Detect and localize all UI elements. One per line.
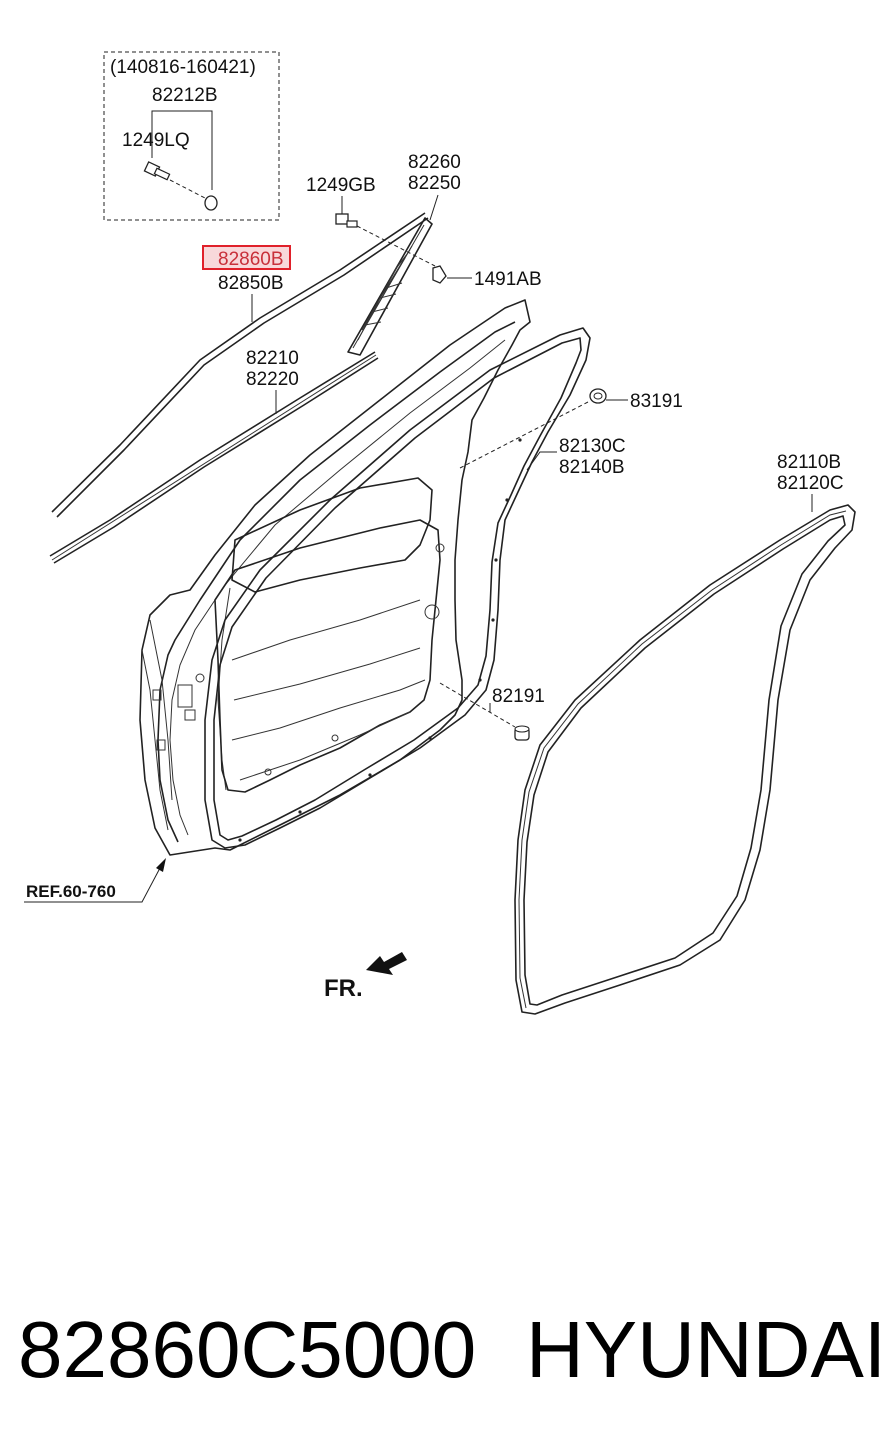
delta-garnish xyxy=(347,217,433,356)
grommet-83191-icon xyxy=(589,388,607,404)
ref-label: REF.60-760 xyxy=(26,882,116,901)
footer: 82860C5000 HYUNDAI xyxy=(0,1290,886,1410)
inset-date-range: (140816-160421) xyxy=(110,57,256,78)
ref-callout: REF.60-760 xyxy=(24,858,166,903)
footer-part-number: 82860C5000 xyxy=(18,1305,477,1394)
front-arrow-icon xyxy=(366,952,407,975)
inset-box: (140816-160421) 82212B 1249LQ xyxy=(103,51,280,221)
body-weatherstrip-82110b xyxy=(514,504,856,1015)
inset-part-82212b: 82212B xyxy=(152,85,218,106)
inset-part-1249lq: 1249LQ xyxy=(122,130,190,151)
label-1249gb: 1249GB xyxy=(306,175,376,196)
front-direction-indicator: FR. xyxy=(324,952,407,1002)
clip-1491ab-icon xyxy=(432,265,447,284)
frame-moulding-82860b xyxy=(51,212,429,518)
label-82110b: 82110B xyxy=(777,452,841,473)
bolt-1249lq-icon xyxy=(143,161,171,181)
bumper-82191-icon xyxy=(514,725,530,741)
label-82140b: 82140B xyxy=(559,457,625,478)
label-82850b: 82850B xyxy=(218,273,284,294)
bolt-1249gb-icon xyxy=(335,213,358,228)
door-panel xyxy=(139,299,531,856)
label-82220: 82220 xyxy=(246,369,299,390)
label-82250: 82250 xyxy=(408,173,461,194)
label-82260: 82260 xyxy=(408,152,461,173)
label-82191: 82191 xyxy=(492,686,545,707)
washer-82212b-icon xyxy=(204,195,218,211)
door-weatherstrip-82130c xyxy=(204,327,591,849)
belt-weatherstrip-82210 xyxy=(49,351,379,564)
parts-diagram: (140816-160421) 82212B 1249LQ 1249GB 822… xyxy=(24,51,856,1015)
footer-brand: HYUNDAI xyxy=(526,1305,886,1394)
highlight-box xyxy=(202,245,291,270)
label-82130c: 82130C xyxy=(559,436,626,457)
label-83191: 83191 xyxy=(630,391,683,412)
label-82120c: 82120C xyxy=(777,473,844,494)
label-82210: 82210 xyxy=(246,348,299,369)
direction-label: FR. xyxy=(324,975,363,1002)
label-1491ab: 1491AB xyxy=(474,269,542,290)
label-82860b: 82860B xyxy=(218,249,284,270)
